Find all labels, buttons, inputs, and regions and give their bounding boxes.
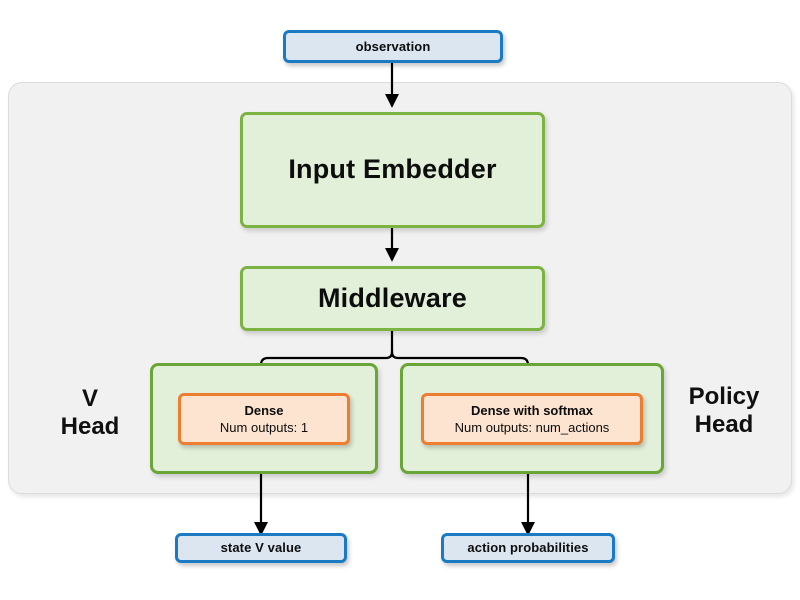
state-v-value-label: state V value [220,540,302,556]
v-head-side-label: V Head [60,385,120,441]
policy-head-dense-name: Dense with softmax [470,402,594,418]
v-head-group[interactable]: Dense Num outputs: 1 [150,363,378,474]
observation-label: observation [355,38,431,54]
policy-head-side-label: Policy Head [688,383,760,439]
input-embedder-block[interactable]: Input Embedder [240,112,545,228]
action-probabilities-label: action probabilities [467,540,589,556]
v-head-dense-detail: Num outputs: 1 [219,420,309,435]
v-head-dense-name: Dense [244,402,284,418]
policy-head-group[interactable]: Dense with softmax Num outputs: num_acti… [400,363,664,474]
state-v-value-output-box[interactable]: state V value [175,533,347,563]
policy-head-dense-detail: Num outputs: num_actions [454,420,610,435]
middleware-label: Middleware [317,282,468,313]
v-head-dense-layer[interactable]: Dense Num outputs: 1 [178,393,350,445]
middleware-block[interactable]: Middleware [240,266,545,331]
policy-head-dense-layer[interactable]: Dense with softmax Num outputs: num_acti… [421,393,643,445]
action-probabilities-output-box[interactable]: action probabilities [441,533,615,563]
input-embedder-label: Input Embedder [288,154,497,185]
observation-input-box[interactable]: observation [283,30,503,63]
